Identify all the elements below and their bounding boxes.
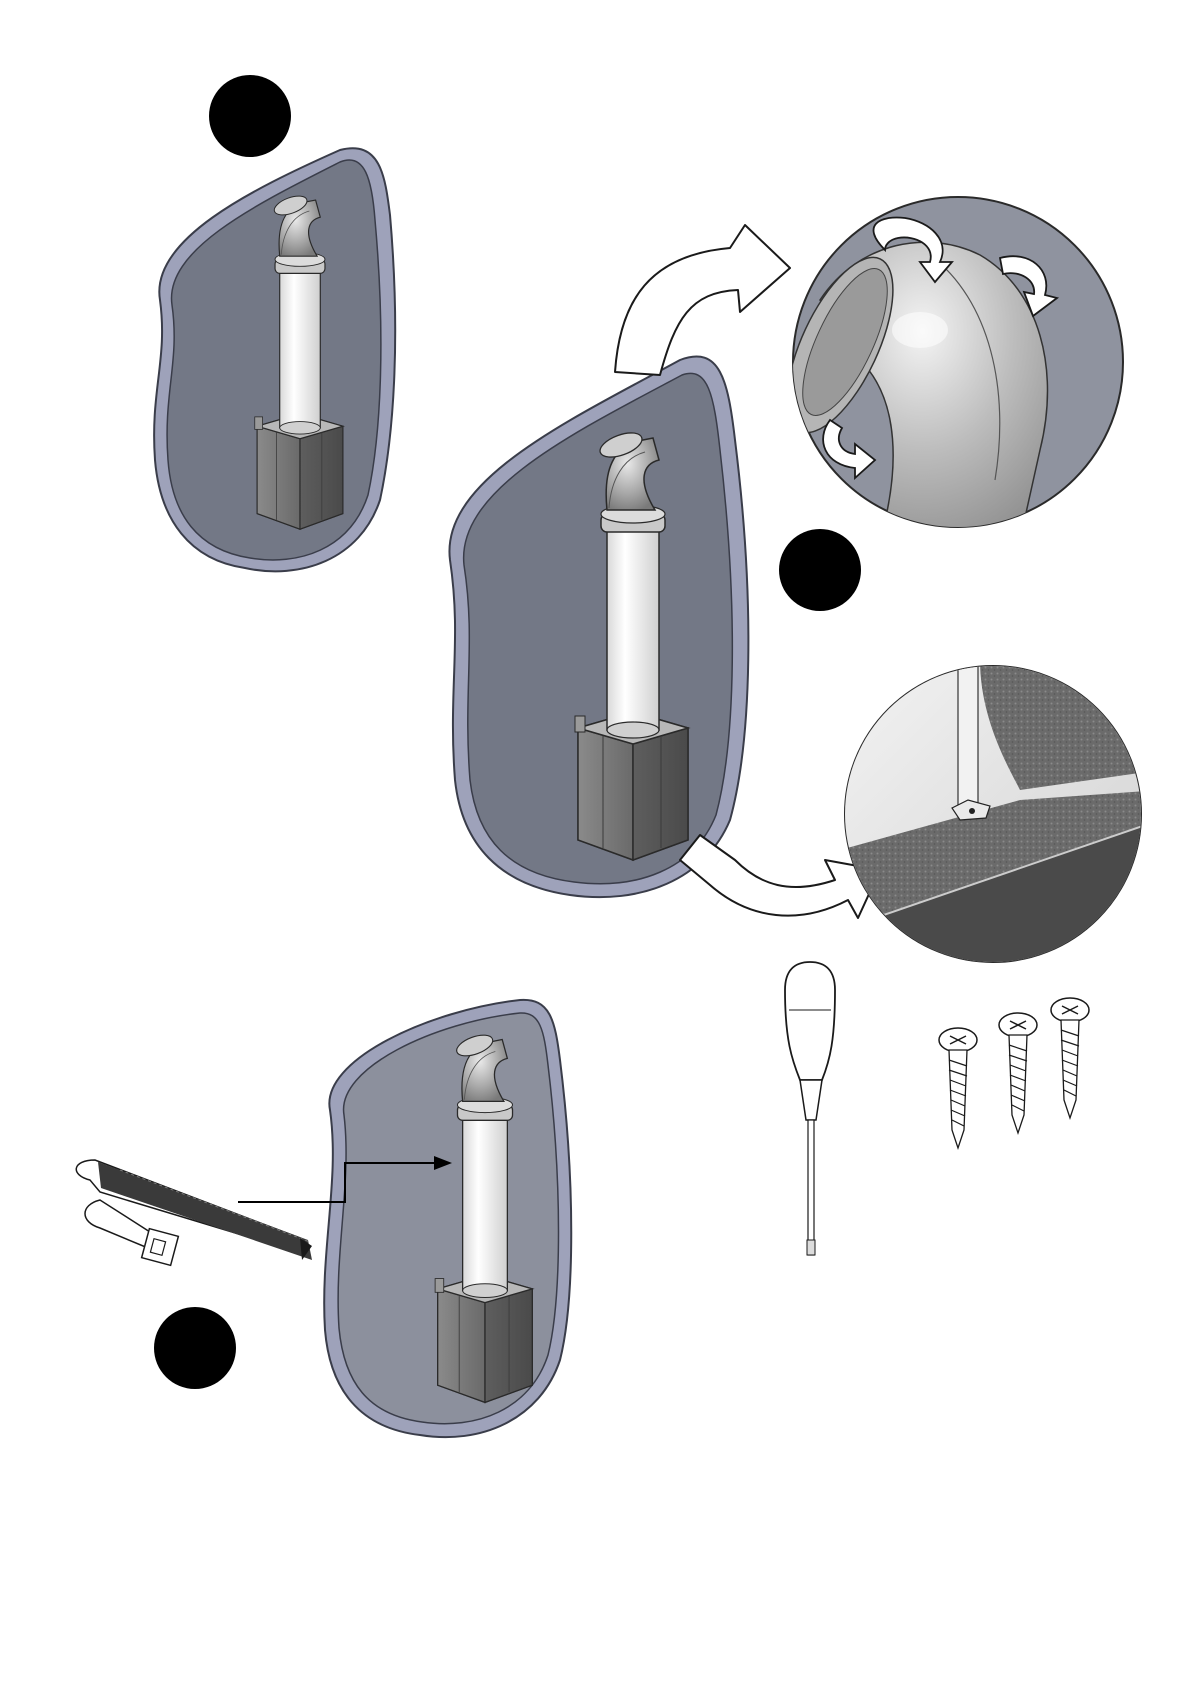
step-3-illustration	[238, 1000, 571, 1437]
step-1-marker	[209, 75, 291, 157]
step-2-illustration	[449, 357, 748, 898]
screwdriver-icon	[785, 962, 835, 1255]
step-1-illustration	[154, 148, 395, 571]
screw-icon	[1051, 998, 1089, 1118]
screws-group	[939, 998, 1089, 1148]
box-screw-detail	[840, 660, 1160, 980]
step-3-marker	[154, 1307, 236, 1389]
screw-icon	[939, 1028, 977, 1148]
screw-icon	[999, 1013, 1037, 1133]
callout-arrow-elbow	[615, 225, 790, 375]
step-2-marker	[779, 529, 861, 611]
elbow-rotate-detail	[765, 197, 1123, 540]
cable-tie-icon	[76, 1160, 312, 1265]
